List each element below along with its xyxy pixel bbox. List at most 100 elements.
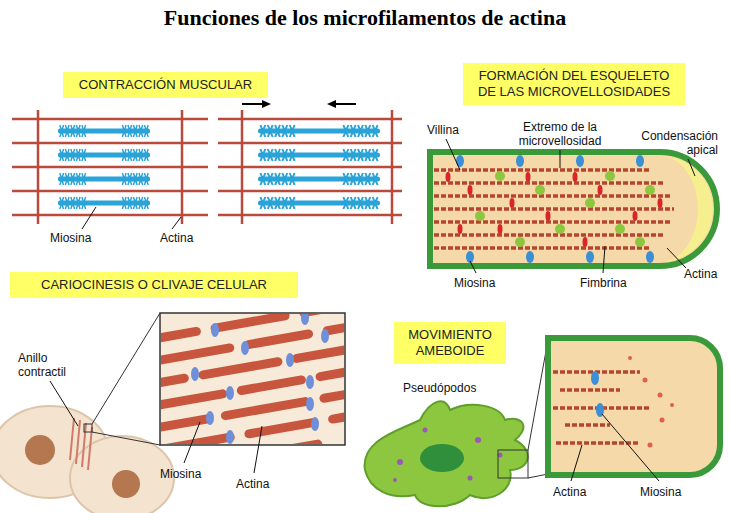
microvillus [446,172,451,182]
sarcomere-relaxed [12,118,208,121]
amoeba-cell [397,459,403,465]
microvillus [535,185,545,195]
contractile-ring-zoom [191,314,329,444]
microvillus [498,224,503,234]
pseudopod-zoom [560,388,620,392]
sarcomere-contracted [258,197,380,209]
contractile-ring-zoom [241,341,249,355]
sarcomere-contracted [218,166,402,169]
microvillus [583,237,588,247]
microvillus [636,155,644,167]
contractile-ring-zoom [244,417,319,439]
leader-line [446,139,460,170]
pseudopod-zoom [643,378,648,383]
microvillus [458,224,463,234]
leader-line [470,261,476,273]
contractile-ring-zoom [161,373,190,392]
contraction-arrow [242,103,264,105]
sarcomere-contracted [218,100,402,224]
microvillus [475,211,485,221]
microvillus [434,220,672,224]
panel-heading: FORMACIÓN DEL ESQUELETO DE LAS MICROVELL… [463,63,685,105]
contractile-ring-zoom [161,343,235,367]
leader-line [50,139,695,481]
microvillus [456,155,464,167]
pseudopod-zoom [660,418,665,423]
part-label: Extremo de la microvellosidad [505,120,615,148]
microvillus [635,237,645,247]
sarcomere-contracted [218,110,402,224]
sarcomere-relaxed [12,110,208,224]
contraction-arrow [334,103,356,105]
pseudopod-zoom [628,356,632,360]
leader-line [82,207,96,229]
microvillus [516,155,524,167]
microvillus [434,168,650,172]
microvillus [434,233,665,237]
microvillus [576,155,584,167]
sarcomere-relaxed [12,142,208,145]
contractile-ring-zoom [161,432,235,444]
panel-heading: MOVIMIENTO AMEBOIDE [394,322,506,364]
microvillus [526,251,534,263]
microvillus [555,224,565,234]
panel-heading: CONTRACCIÓN MUSCULAR [63,72,268,98]
pseudopod-zoom [648,443,653,448]
dividing-cell [70,418,92,470]
microvillus [456,155,654,263]
contractile-ring-zoom [306,397,314,411]
pseudopod-zoom [548,338,720,475]
contractile-ring-zoom [286,353,294,367]
part-label: Villina [427,123,459,137]
amoeba-cell [468,476,473,481]
part-label: Actina [160,231,193,245]
sarcomere-relaxed [12,166,208,169]
sarcomere-contracted [258,125,380,137]
microvillus [430,152,717,266]
heading-text: CARIOCINESIS O CLIVAJE CELULAR [41,277,267,292]
pseudopod-zoom [548,338,720,475]
microvillus [645,185,655,195]
microvillus [646,251,654,263]
dividing-cell [92,313,160,424]
sarcomere-contracted [258,149,380,161]
pseudopod-zoom [670,403,674,407]
microvillus [585,198,595,208]
amoeba-cell [420,444,464,472]
microvillus [586,251,594,263]
leader-line [688,159,695,176]
contraction-arrow [262,100,271,108]
amoeba-cell [393,478,397,482]
contractile-ring-zoom [161,326,202,347]
sarcomere-relaxed [12,190,208,193]
microvillus [468,185,473,195]
part-label: Miosina [454,276,495,290]
contractile-ring-zoom [311,417,319,431]
contractile-ring-zoom [121,297,392,479]
amoeba-cell [393,428,503,483]
part-label: Actina [553,485,586,499]
sarcomere-relaxed [58,173,150,185]
contractile-ring-zoom [243,439,323,444]
contraction-arrow [327,100,336,108]
contractile-ring-zoom [301,314,309,325]
part-label: Miosina [160,467,201,481]
dividing-cell [88,427,92,470]
sarcomere-contracted [391,110,394,224]
contractile-ring-zoom [161,389,228,412]
part-label: Miosina [640,485,681,499]
contractile-ring-zoom [291,343,344,364]
microvillus [434,170,674,248]
contractile-ring-zoom [198,357,283,381]
microvillus [605,171,615,181]
leader-line [184,422,200,463]
part-label: Actina [684,267,717,281]
microvillus [615,224,625,234]
dividing-cell [92,432,160,445]
contractile-ring-zoom [191,367,199,381]
leader-line [172,217,181,229]
sarcomere-relaxed [181,110,184,224]
microvillus [573,172,578,182]
part-label: Actina [236,477,269,491]
microvillus [510,198,515,208]
